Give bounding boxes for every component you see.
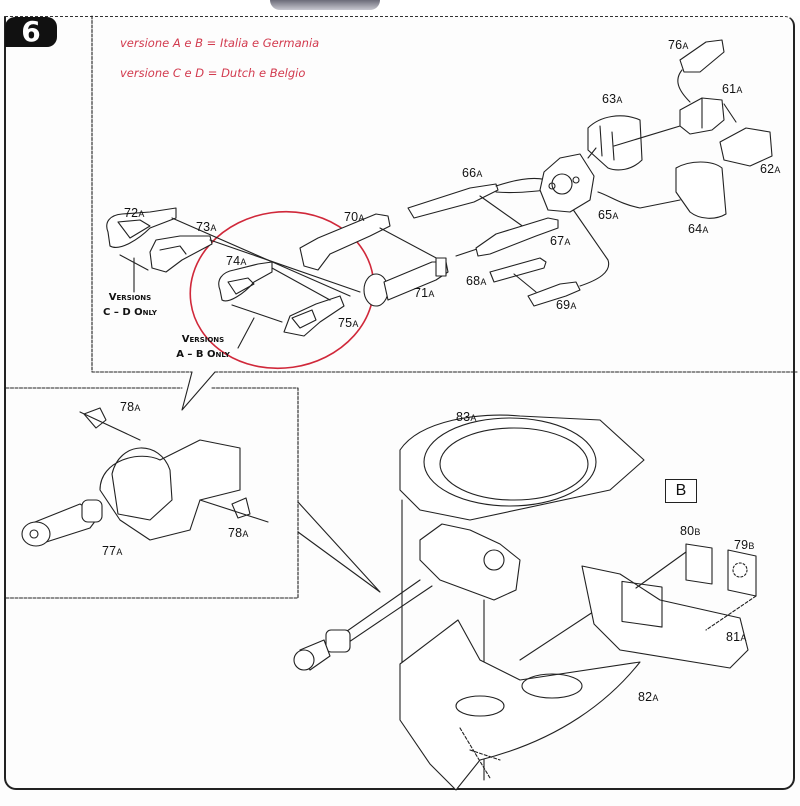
part-label-64a: 64A (688, 222, 709, 236)
part-column-main (293, 523, 521, 671)
part-label-83a: 83A (456, 410, 477, 424)
step-number-badge: 6 (5, 17, 57, 47)
part-64a (675, 161, 727, 219)
part-73a (149, 235, 213, 273)
detail-panel-border (5, 387, 299, 599)
callout-pointer-main (297, 501, 381, 593)
part-83a (399, 414, 645, 521)
part-label-67a: 67A (550, 234, 571, 248)
part-label-76a: 76A (668, 38, 689, 52)
section-b-box: B (665, 479, 697, 503)
part-76a (679, 39, 725, 73)
part-label-69a: 69A (556, 298, 577, 312)
part-70a (299, 213, 391, 271)
part-label-65a: 65A (598, 208, 619, 222)
versions-ab-label: Versions A – B Only (168, 332, 238, 362)
part-69a (527, 281, 581, 307)
part-66a (407, 183, 499, 219)
page-edge-decoration (270, 0, 380, 10)
part-67a (475, 217, 559, 257)
part-label-61a: 61A (722, 82, 743, 96)
part-79b (0, 0, 757, 597)
part-77a (21, 439, 241, 547)
part-68a (489, 257, 547, 283)
part-78a-bottom (199, 497, 269, 523)
versions-cd-label: Versions C – D Only (100, 290, 160, 320)
part-label-70a: 70A (344, 210, 365, 224)
part-label-71a: 71A (414, 286, 435, 300)
part-label-81a: 81A (726, 630, 747, 644)
part-71a (363, 257, 449, 307)
part-label-62a: 62A (760, 162, 781, 176)
part-label-68a: 68A (466, 274, 487, 288)
part-81a (581, 565, 749, 669)
part-label-80b: 80B (680, 524, 701, 538)
versions-cd-line2: C – D Only (103, 307, 157, 318)
versions-ab-line2: A – B Only (176, 349, 230, 360)
version-note-ab: versione A e B = Italia e Germania (120, 36, 320, 50)
part-62a (719, 127, 773, 167)
part-label-73a: 73A (196, 220, 217, 234)
step-frame (4, 16, 795, 790)
version-note-cd: versione C e D = Dutch e Belgio (120, 66, 306, 80)
part-label-78a-top: 78A (120, 400, 141, 414)
part-label-72a: 72A (124, 206, 145, 220)
part-78a-top (79, 407, 141, 441)
versions-cd-line1: Versions (108, 292, 152, 303)
part-61a (679, 97, 725, 135)
part-label-63a: 63A (602, 92, 623, 106)
part-label-79b: 79B (734, 538, 755, 552)
part-65a (539, 153, 595, 213)
top-strip (0, 0, 800, 16)
part-label-74a: 74A (226, 254, 247, 268)
top-panel-border (91, 15, 798, 373)
callout-pointer-top (181, 371, 216, 411)
part-label-75a: 75A (338, 316, 359, 330)
versions-ab-line1: Versions (181, 334, 225, 345)
part-72a (106, 207, 177, 248)
part-82a (399, 619, 641, 791)
part-80b (685, 543, 713, 585)
part-label-82a: 82A (638, 690, 659, 704)
part-label-77a: 77A (102, 544, 123, 558)
part-label-66a: 66A (462, 166, 483, 180)
part-74a (218, 261, 273, 302)
part-63a (587, 115, 643, 171)
part-label-78a-bottom: 78A (228, 526, 249, 540)
part-75a (283, 295, 345, 337)
